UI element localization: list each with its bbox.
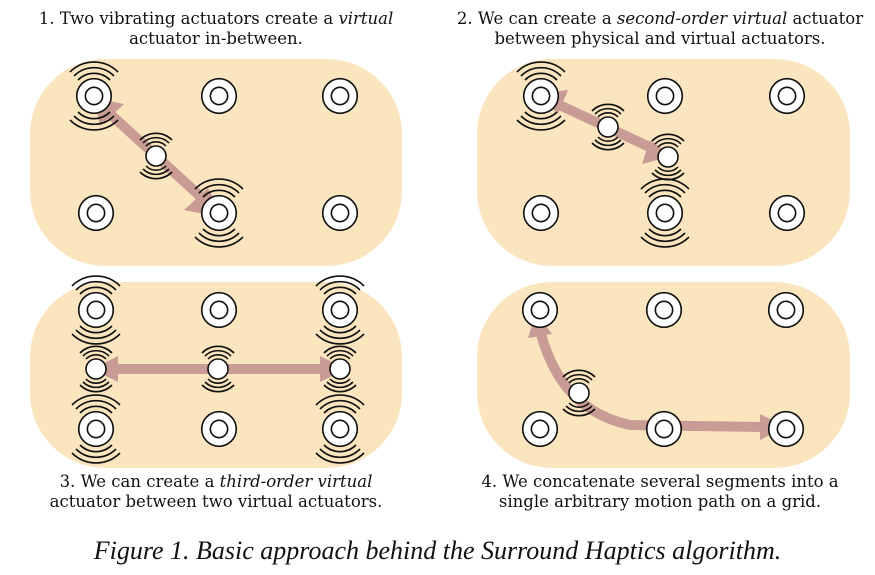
caption-3: 3. We can create a third-order virtual a… [0,472,432,512]
virtual-actuator-icon [568,382,590,404]
panel-4-background [477,282,850,468]
actuator-icon [767,291,805,329]
actuator-icon [75,77,113,115]
caption-2-line2: between physical and virtual actuators. [494,29,826,48]
caption-2: 2. We can create a second-order virtual … [445,9,875,49]
panel-4-actuators [521,291,805,448]
third-order-virtual-actuator-icon [207,358,229,380]
actuator-icon [645,291,683,329]
actuator-icon [77,291,115,329]
actuator-icon [321,77,359,115]
actuator-icon [645,410,683,448]
actuator-icon [521,410,559,448]
actuator-icon [200,291,238,329]
actuator-icon [200,77,238,115]
actuator-icon [767,410,805,448]
actuator-icon [522,194,560,232]
panel-2-actuators [516,61,806,248]
virtual-actuator-icon [85,358,107,380]
actuator-icon [768,194,806,232]
caption-4-line2: single arbitrary motion path on a grid. [498,492,822,511]
virtual-actuator-icon [329,358,351,380]
actuator-icon [522,77,560,115]
second-order-virtual-actuator-icon [657,146,679,168]
actuator-icon [321,410,359,448]
actuator-icon [77,410,115,448]
actuator-icon [321,194,359,232]
caption-1-em: virtual [338,9,394,28]
caption-1: 1. Two vibrating actuators create a virt… [0,9,432,49]
caption-4: 4. We concatenate several segments into … [445,472,875,512]
panel-3-actuators [71,275,365,464]
caption-3-pre: 3. We can create a [59,472,220,491]
actuator-icon [77,194,115,232]
actuator-icon [521,291,559,329]
actuator-icon [646,77,684,115]
virtual-actuator-icon [145,145,167,167]
virtual-actuator-icon [597,116,619,138]
caption-1-line2: actuator in-between. [129,29,303,48]
caption-2-em: second-order virtual [616,9,788,28]
caption-2-pre: 2. We can create a [456,9,617,28]
caption-3-em: third-order virtual [219,472,373,491]
actuator-icon [321,291,359,329]
actuator-icon [646,194,684,232]
actuator-icon [200,410,238,448]
caption-4-pre: 4. We concatenate several segments into … [481,472,839,491]
actuator-icon [768,77,806,115]
caption-2-post: actuator [787,9,864,28]
panel-1-background [30,59,402,266]
actuator-icon [200,194,238,232]
caption-3-line2: actuator between two virtual actuators. [49,492,383,511]
panel-1-actuators [69,61,359,248]
figure-title: Figure 1. Basic approach behind the Surr… [93,536,782,565]
caption-1-pre: 1. Two vibrating actuators create a [38,9,339,28]
